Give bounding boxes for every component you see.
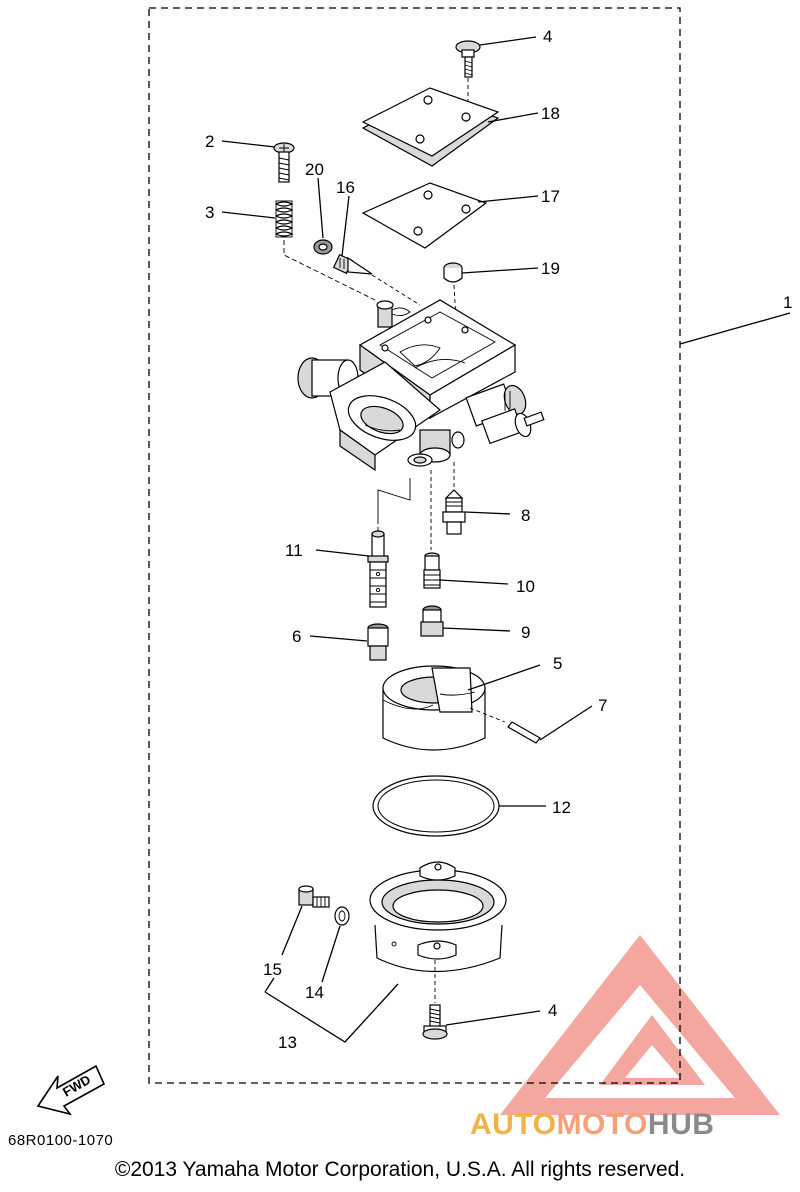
callout-13: 13 (278, 1033, 297, 1052)
callout-10: 10 (516, 577, 535, 596)
drain-screw-part-15 (298, 885, 330, 908)
callout-17: 17 (541, 187, 560, 206)
cover-plate-part-18 (361, 87, 500, 167)
pin-part-7 (507, 721, 541, 744)
float-bowl-part-13 (369, 861, 507, 973)
callout-9: 9 (521, 623, 530, 642)
main-jet-part-10 (423, 552, 441, 589)
screw-part-2 (273, 142, 295, 183)
callout-7: 7 (598, 696, 607, 715)
watermark-auto: AUTO (470, 1108, 557, 1141)
callout-4-bottom: 4 (548, 1001, 557, 1020)
emulsion-tube-part-11 (367, 530, 389, 608)
gasket-part-17 (361, 182, 488, 249)
callout-11: 11 (285, 541, 303, 560)
callout-3: 3 (205, 203, 214, 222)
callout-15: 15 (263, 960, 282, 979)
callout-1: 1 (783, 293, 792, 312)
callout-5: 5 (553, 654, 562, 673)
callout-4-top: 4 (543, 27, 552, 46)
needle-valve-part-8 (442, 489, 466, 535)
watermark-brand: AUTOMOTOHUB (470, 1108, 714, 1142)
carburetor-body-part-1 (297, 299, 545, 472)
callout-19: 19 (541, 259, 560, 278)
part-code: 68R0100-1070 (8, 1132, 114, 1149)
washer-part-14 (334, 906, 350, 926)
plug-part-6 (367, 623, 389, 661)
fwd-arrow-icon: FWD (36, 1064, 106, 1116)
float-part-5 (382, 665, 486, 751)
callout-16: 16 (336, 178, 355, 197)
watermark-hub: HUB (647, 1108, 715, 1141)
screw-part-4-bottom (422, 1004, 448, 1040)
spring-part-3 (275, 200, 294, 238)
callout-6: 6 (292, 627, 301, 646)
needle-part-16 (332, 253, 373, 275)
plug-part-19 (443, 262, 463, 283)
copyright-notice: ©2013 Yamaha Motor Corporation, U.S.A. A… (114, 1158, 686, 1181)
assembly-boundary (148, 7, 681, 1084)
callout-2: 2 (205, 132, 214, 151)
callout-14: 14 (305, 983, 324, 1002)
callout-12: 12 (552, 798, 571, 817)
seal-part-20 (313, 239, 333, 255)
o-ring-part-12 (372, 775, 500, 837)
callout-20: 20 (305, 160, 324, 179)
callout-8: 8 (521, 506, 530, 525)
watermark-moto: MOTO (556, 1108, 648, 1141)
callout-18: 18 (541, 104, 560, 123)
screw-part-4-top (455, 40, 481, 78)
watermark-logo (500, 935, 780, 1115)
jet-holder-part-9 (420, 605, 444, 637)
